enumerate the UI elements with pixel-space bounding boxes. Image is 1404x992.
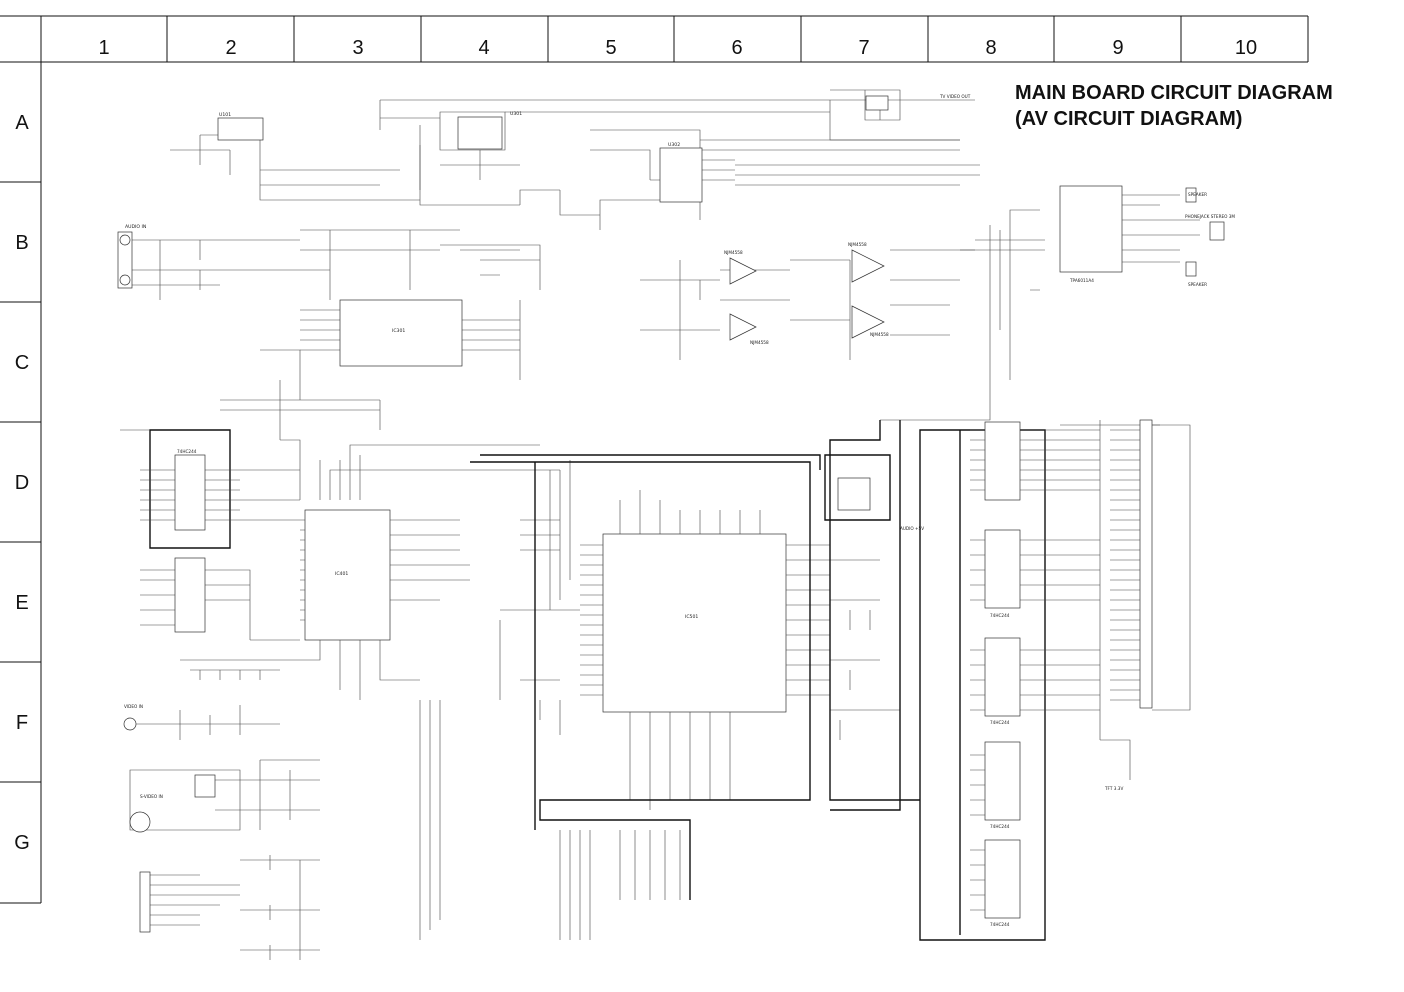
ic-audio-switch: [659, 147, 703, 203]
ic-audio-amp-ref: TPA6011A4: [1069, 278, 1094, 283]
column-label: 4: [478, 37, 489, 59]
ic-mpeg-decoder: [304, 509, 391, 641]
video-in-label: VIDEO IN: [124, 704, 143, 709]
column-label: 3: [352, 37, 363, 59]
ic-eeprom: [457, 116, 503, 150]
video-input-section: [123, 705, 320, 960]
tv-video-out-label: TV VIDEO OUT: [939, 94, 971, 99]
column-label: 5: [605, 37, 616, 59]
row-label: A: [15, 112, 29, 134]
column-label: 7: [858, 37, 869, 59]
ref-switch: U302: [668, 142, 680, 148]
column-label: 2: [225, 37, 236, 59]
column-label: 8: [985, 37, 996, 59]
row-label: B: [15, 232, 28, 254]
video-in-jack: [123, 717, 137, 731]
opamp-2-ref: NJM4558: [848, 242, 867, 247]
ic-buffer-left-bottom: [174, 557, 206, 633]
s-video-in-jack: [129, 811, 151, 833]
column-labels: 1 2 3 4 5 6 7 8 9 10: [98, 37, 1257, 59]
ic-buffer-right-5: [984, 839, 1021, 919]
ic-buffer-right-1: [984, 421, 1021, 501]
wiring-mpeg: [180, 380, 560, 700]
ic-buffer-right-2: [984, 529, 1021, 609]
audio-5v-label: AUDIO +5V: [900, 526, 924, 531]
ic-mux-small: [837, 477, 871, 511]
ic-buffer-left-top-ref: 74HC244: [177, 449, 197, 454]
ic-buffer-right-4-ref: 74HC244: [990, 824, 1010, 829]
row-labels: A B C D E F G: [14, 112, 30, 854]
ic-tuner: [217, 117, 264, 141]
opamp-3-ref: NJM4558: [750, 340, 769, 345]
row-label: F: [16, 712, 28, 734]
ic-buffer-right-3: [984, 637, 1021, 717]
column-label: 9: [1112, 37, 1123, 59]
grid-frame: [0, 15, 1309, 904]
ic-audio-amp: [1059, 185, 1123, 273]
opamp-4: [851, 305, 885, 339]
opamp-1: [729, 257, 757, 285]
opamp-3: [729, 313, 757, 341]
column-label: 1: [98, 37, 109, 59]
ic-buffer-right-5-ref: 74HC244: [990, 922, 1010, 927]
s-video-filter: [194, 774, 216, 798]
row-label: C: [15, 352, 29, 374]
audio-in-jack: [117, 231, 133, 289]
opamp-2: [851, 249, 885, 283]
diagram-title: MAIN BOARD CIRCUIT DIAGRAM: [1015, 82, 1333, 104]
ic-video-decoder-ref: IC301: [392, 328, 405, 334]
ref-eeprom: U301: [510, 111, 522, 117]
row-label: G: [14, 832, 30, 854]
bottom-connector-stubs: [419, 700, 681, 940]
column-label: 6: [731, 37, 742, 59]
diagram-subtitle: (AV CIRCUIT DIAGRAM): [1015, 108, 1242, 130]
wiring-row-de-left: [120, 429, 300, 641]
ic-main-controller-ref: IC501: [685, 614, 698, 620]
speaker-r-label: SPEAKER: [1188, 282, 1207, 287]
row-label: D: [15, 472, 29, 494]
speaker-connectors: [1122, 187, 1225, 277]
wiring-buffer-column: [970, 420, 1160, 911]
wiring-row-bc: [130, 209, 1045, 430]
ic-regulator: [865, 95, 889, 111]
ic-buffer-right-3-ref: 74HC244: [990, 720, 1010, 725]
tft-connector: [1110, 419, 1191, 711]
wiring-main-ic: [499, 460, 900, 810]
tft-33v-label: TFT 3.3V: [1104, 786, 1123, 791]
ic-video-decoder: [339, 299, 463, 367]
column-label: 10: [1235, 37, 1257, 59]
buffer-ic-column: [984, 421, 1021, 919]
opamp-4-ref: NJM4558: [870, 332, 889, 337]
ic-buffer-left-top: [174, 454, 206, 531]
ic-mpeg-decoder-ref: IC401: [335, 571, 348, 577]
opamp-group: NJM4558 NJM4558 NJM4558 NJM4558: [724, 242, 889, 345]
phonejack-label: PHONEJACK STEREO 3M: [1185, 214, 1235, 219]
opamp-1-ref: NJM4558: [724, 250, 743, 255]
ic-main-controller: [602, 533, 787, 713]
bus-loops: [470, 420, 1046, 941]
ic-buffer-right-4: [984, 741, 1021, 821]
ic-buffer-right-2-ref: 74HC244: [990, 613, 1010, 618]
scart-connector: [139, 871, 151, 933]
wiring-row-a: [170, 89, 980, 230]
audio-in-label: AUDIO IN: [125, 224, 146, 230]
row-label: E: [15, 592, 28, 614]
s-video-in-label: S-VIDEO IN: [140, 794, 163, 799]
speaker-l-label: SPEAKER: [1188, 192, 1207, 197]
ref-tuner: U101: [219, 112, 231, 118]
